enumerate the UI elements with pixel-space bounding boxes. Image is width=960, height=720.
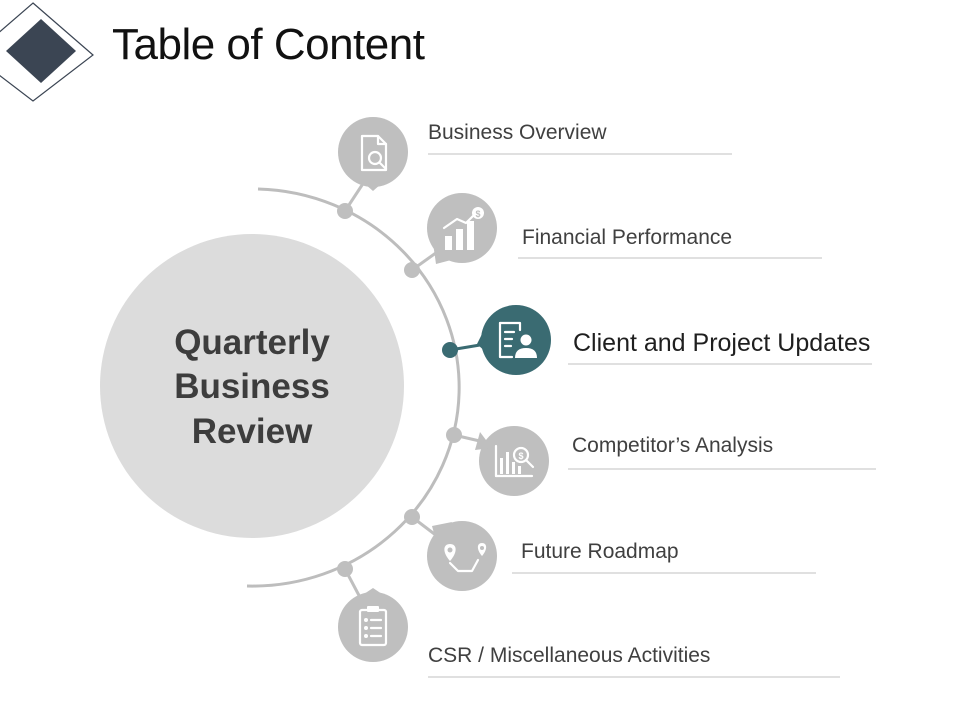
- center-title-line-1: Quarterly: [174, 323, 330, 362]
- agenda-item-label: Future Roadmap: [521, 540, 679, 563]
- route-map-icon: [444, 543, 487, 573]
- agenda-item-label: Business Overview: [428, 121, 607, 144]
- agenda-item-future-roadmap[interactable]: Future Roadmap: [404, 509, 816, 591]
- agenda-item-business-overview[interactable]: Business Overview: [337, 117, 732, 219]
- center-circle: [100, 234, 404, 538]
- agenda-item-label: Competitor’s Analysis: [572, 434, 773, 457]
- center-title-line-3: Review: [192, 412, 313, 451]
- title-diamond-logo: [0, 2, 94, 102]
- agenda-item-label: Financial Performance: [522, 226, 732, 249]
- checklist-icon: [358, 606, 388, 647]
- svg-text:$: $: [475, 209, 480, 219]
- agenda-item-label: Client and Project Updates: [573, 329, 870, 357]
- agenda-item-csr-misc-activities[interactable]: CSR / Miscellaneous Activities: [337, 561, 840, 678]
- agenda-item-label: CSR / Miscellaneous Activities: [428, 644, 710, 667]
- client-document-icon: [498, 321, 537, 359]
- svg-text:$: $: [518, 451, 523, 461]
- analysis-chart-icon: $: [494, 444, 535, 478]
- growth-chart-icon: $: [442, 207, 484, 250]
- agenda-item-client-project-updates[interactable]: Client and Project Updates: [442, 305, 872, 375]
- center-title-line-2: Business: [174, 367, 330, 406]
- page-title: Table of Content: [112, 20, 425, 69]
- agenda-item-competitors-analysis[interactable]: $ Competitor’s Analysis: [446, 426, 876, 496]
- document-search-icon: [360, 134, 388, 172]
- agenda-item-financial-performance[interactable]: $ Financial Performance: [404, 193, 822, 278]
